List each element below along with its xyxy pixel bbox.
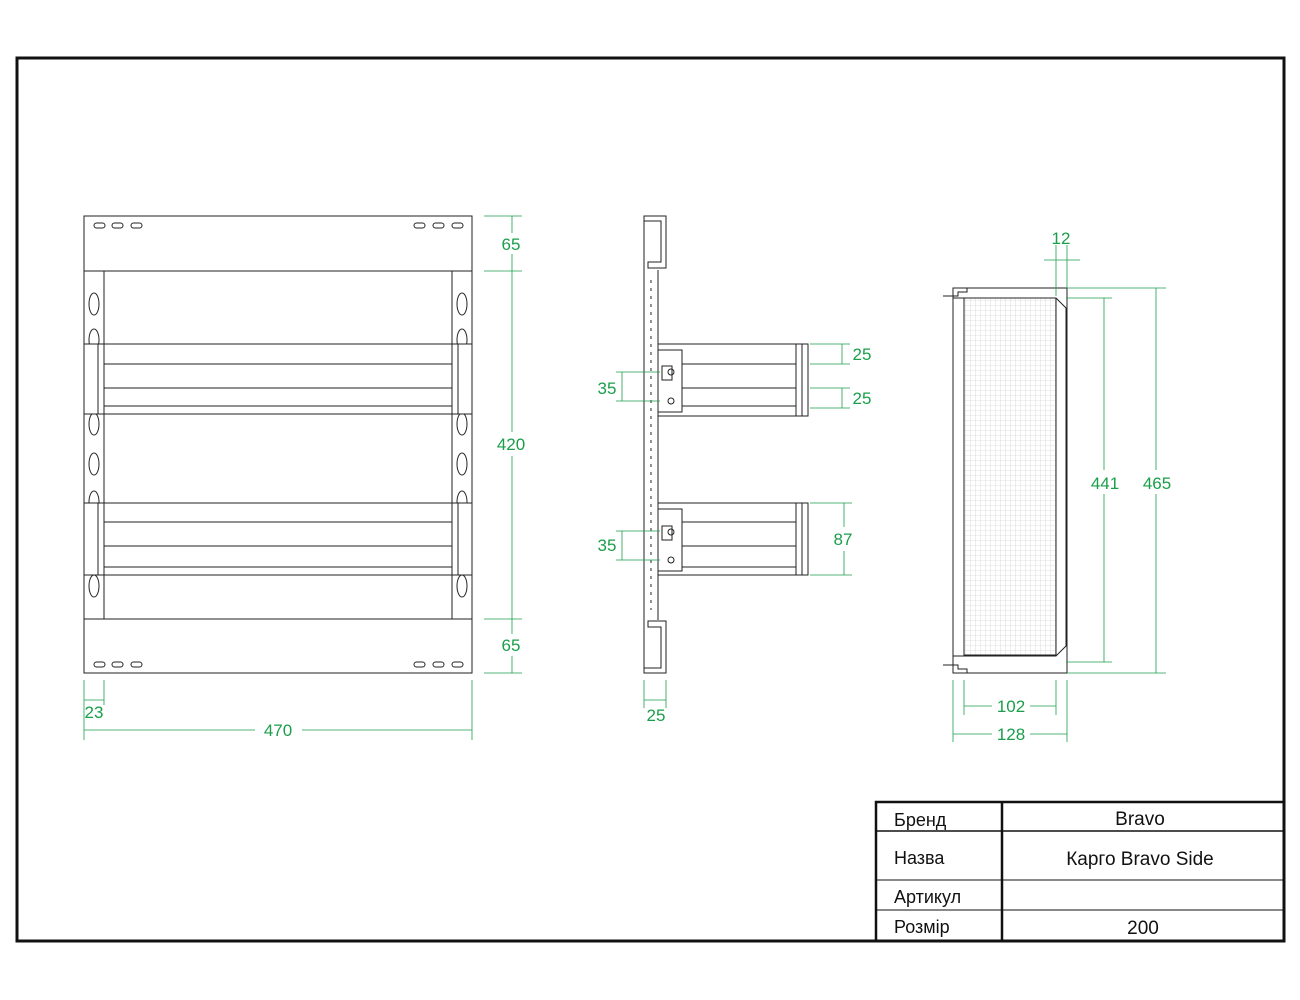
front-outer-frame [83,215,473,674]
dim-side-rail-top: 25 [853,345,872,364]
rear-mesh-panel [963,297,1057,656]
rear-view-dimensions [952,245,1166,742]
title-block-article-label: Артикул [894,887,961,907]
dim-side-upper-mount: 35 [598,379,617,398]
title-block-size-label: Розмір [894,917,950,937]
dim-side-lower-mount: 35 [598,536,617,555]
rear-view [943,287,1068,674]
rear-bottom-hook [952,664,968,673]
dim-front-middle: 420 [497,435,525,454]
front-lower-basket [83,502,473,576]
side-upper-basket [657,343,809,417]
dim-rear-inner-height: 441 [1091,474,1119,493]
dim-rear-outer-width: 128 [997,725,1025,744]
title-block-size-value: 200 [1127,918,1159,939]
dim-rear-outer-height: 465 [1143,474,1171,493]
side-view [643,215,809,674]
front-top-slots [93,222,464,229]
dim-rear-inner-width: 102 [997,697,1025,716]
dim-side-lower-basket-height: 87 [834,530,853,549]
front-upper-basket [83,343,473,415]
rear-view-dim-labels: 12 441 465 102 128 [997,229,1171,744]
front-view-dim-labels: 65 420 65 23 470 [85,235,526,740]
sheet-border [15,56,1286,943]
front-view [83,215,473,674]
dim-front-side-offset: 23 [85,703,104,722]
front-view-dimensions [83,215,522,740]
front-side-holes [88,292,468,598]
title-block-name-label: Назва [894,848,945,868]
title-block: Бренд Bravo Назва Карго Bravo Side Артик… [874,800,1286,943]
dim-side-rail-bottom: 25 [853,389,872,408]
dim-front-top-band: 65 [502,235,521,254]
front-bottom-slots [93,661,464,668]
dim-side-profile-depth: 25 [647,706,666,725]
rear-outer-frame [952,287,1068,674]
dim-front-bottom-band: 65 [502,636,521,655]
title-block-brand-label: Бренд [894,810,947,830]
side-view-dimensions [616,343,852,708]
side-view-dim-labels: 25 25 35 35 87 25 [598,345,872,725]
title-block-name-value: Карго Bravo Side [1066,849,1214,870]
dim-front-width: 470 [264,721,292,740]
side-top-hook [643,215,667,269]
side-bottom-hook [643,620,667,674]
rear-top-hook [952,288,968,297]
dim-rear-frame-offset: 12 [1052,229,1071,248]
side-lower-basket [657,502,809,576]
title-block-brand-value: Bravo [1115,809,1165,830]
